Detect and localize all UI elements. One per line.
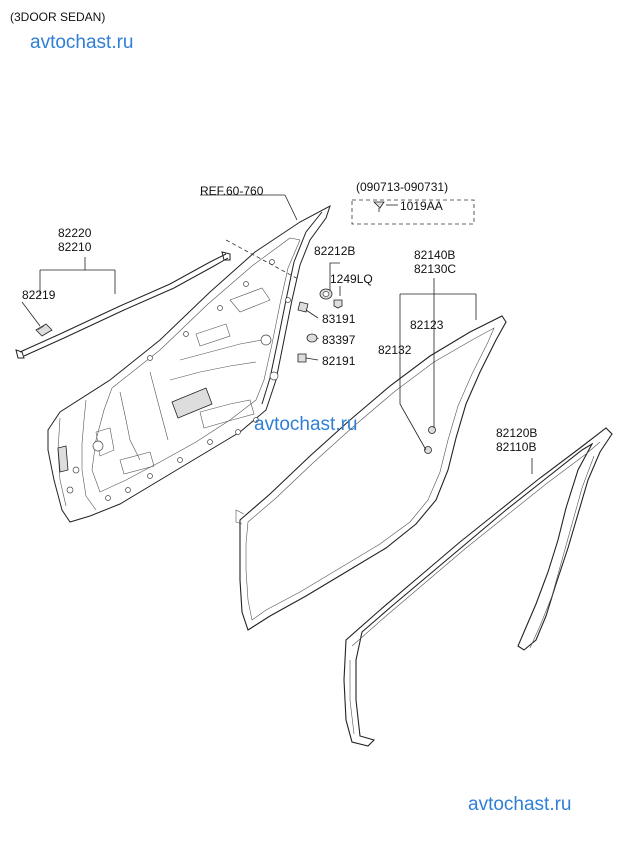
callout-82123: 82123	[410, 318, 444, 332]
front-door-panel	[47, 204, 331, 523]
watermark-top: avtochast.ru	[30, 32, 134, 53]
watermark-bottom: avtochast.ru	[468, 794, 572, 815]
callout-82191: 82191	[322, 354, 356, 368]
belt-strip-clip	[35, 323, 53, 337]
callout-83191: 83191	[322, 312, 356, 326]
clip-1019aa-icon	[373, 201, 385, 212]
callout-82210: 82210	[58, 240, 92, 254]
callout-82110b: 82110B	[496, 440, 537, 454]
callout-82220: 82220	[58, 226, 92, 240]
part-1019aa-label: 1019AA	[400, 199, 443, 213]
date-range-label: (090713-090731)	[356, 180, 449, 194]
callout-82120b: 82120B	[496, 426, 538, 440]
outer-belt-weatherstrip	[15, 251, 231, 359]
ref-label: REF.60-760	[200, 184, 264, 198]
variant-label: (3DOOR SEDAN)	[10, 10, 106, 24]
leader-lines	[21, 194, 533, 474]
callout-82130c: 82130C	[414, 262, 457, 276]
callout-83397: 83397	[322, 333, 356, 347]
watermark-middle: avtochast.ru	[254, 414, 358, 435]
door-seal-clips	[424, 426, 436, 454]
body-side-seal	[343, 427, 613, 747]
door-fasteners	[297, 288, 343, 363]
callout-82140b: 82140B	[414, 248, 456, 262]
belt-strip-ref-line	[225, 239, 301, 281]
callout-1249lq: 1249LQ	[330, 272, 373, 286]
callout-82212b: 82212B	[314, 244, 356, 258]
callout-82219: 82219	[22, 288, 56, 302]
door-seal	[235, 315, 507, 631]
callout-82132: 82132	[378, 343, 412, 357]
